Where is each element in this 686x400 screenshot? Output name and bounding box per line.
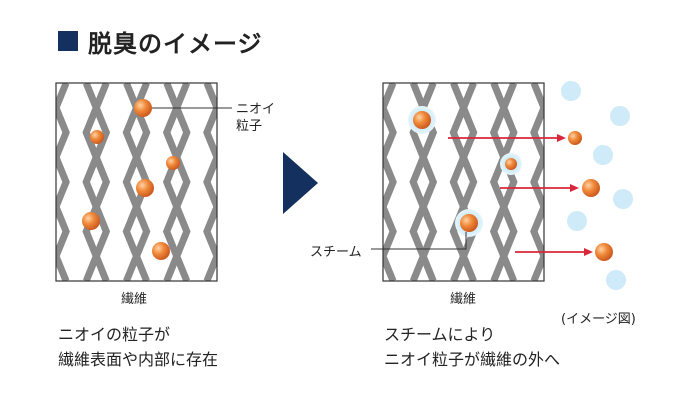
arrowhead-icon [584, 248, 593, 256]
fiber-mesh [383, 83, 544, 281]
fiber-mesh [6, 83, 217, 281]
steam-droplet [561, 81, 581, 101]
odor-particle [90, 130, 104, 144]
odor-particle [136, 179, 154, 197]
release-arrows [448, 134, 593, 256]
left-fiber-label: 繊維 [121, 292, 148, 307]
odor-particle [152, 242, 170, 260]
right-fiber-panel [371, 81, 633, 290]
fiber-strand [82, 83, 111, 281]
fiber-strand [56, 98, 70, 266]
left-caption-line2: 繊維表面や内部に存在 [58, 350, 219, 369]
fiber-strand [162, 83, 191, 281]
odor-particles [82, 99, 180, 260]
odor-particle [568, 131, 582, 145]
odor-particle [413, 111, 431, 129]
fiber-strand [489, 83, 518, 281]
left-fiber-panel [6, 82, 232, 282]
image-note: (イメージ図) [561, 312, 636, 327]
fiber-strand [203, 98, 217, 266]
odor-particle [460, 214, 478, 232]
right-caption-line2: ニオイ粒子が繊維の外へ [384, 350, 561, 369]
steam-droplet [613, 189, 633, 209]
process-arrow-icon [283, 152, 318, 214]
fiber-strand [56, 83, 70, 281]
steam-droplets [561, 81, 633, 290]
odor-particle-label: ニオイ 粒子 [236, 102, 276, 134]
fiber-strand [383, 83, 397, 281]
steam-droplet [610, 106, 630, 126]
fiber-strand [530, 83, 544, 281]
odor-particle [166, 156, 180, 170]
left-caption-line1: ニオイの粒子が [58, 325, 171, 344]
odor-particle [82, 212, 100, 230]
title-square-icon [58, 31, 78, 51]
fiber-strand [162, 83, 191, 281]
steam-label: スチーム [310, 245, 362, 260]
title-text: 脱臭のイメージ [88, 29, 263, 58]
odor-particle [505, 158, 517, 170]
arrowhead-icon [570, 184, 579, 192]
odor-particle [595, 243, 613, 261]
steam-droplet [593, 145, 613, 165]
fiber-strand [82, 83, 111, 281]
fiber-strand [489, 83, 518, 281]
steam-droplet [606, 270, 626, 290]
section-title: 脱臭のイメージ [58, 24, 263, 58]
right-caption-line1: スチームにより [384, 325, 496, 344]
steam-droplet [567, 211, 587, 231]
right-fiber-label: 繊維 [450, 292, 477, 307]
odor-particle [134, 99, 152, 117]
odor-particle [582, 179, 600, 197]
fiber-strand [383, 98, 397, 266]
fiber-strand [6, 83, 26, 281]
steam-leader-line [371, 232, 467, 250]
fiber-strand [530, 98, 544, 266]
fiber-strand [449, 83, 478, 281]
arrowhead-icon [557, 134, 566, 142]
fiber-strand [449, 83, 478, 281]
fiber-strand [203, 83, 217, 281]
fiber-strand [6, 83, 26, 281]
